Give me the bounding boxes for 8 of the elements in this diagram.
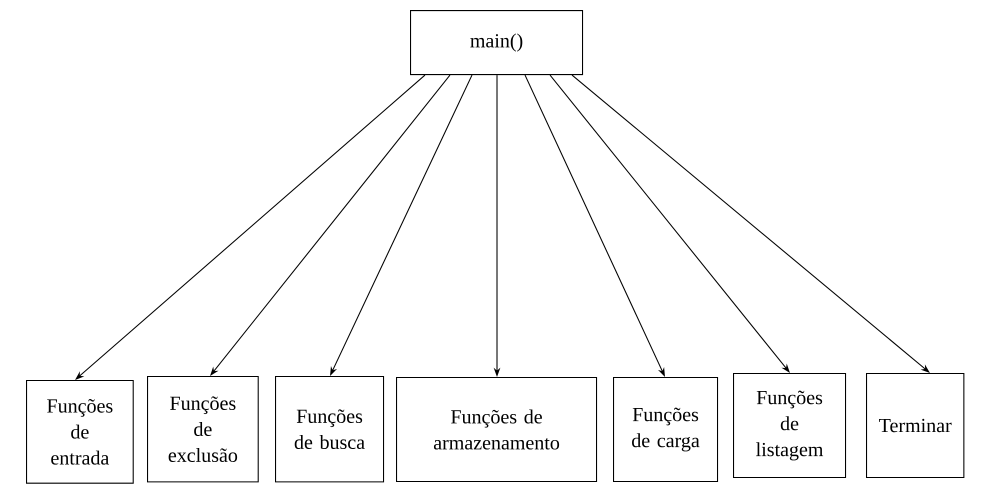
function-box: Funções de entrada — [26, 380, 134, 484]
function-box: Funções de exclusão — [147, 376, 259, 482]
function-box: Terminar — [866, 373, 964, 478]
function-box: Funções de listagem — [733, 373, 846, 478]
function-box: Funções de armazenamento — [396, 377, 598, 482]
function-box: Funções de busca — [275, 376, 384, 482]
function-box: Funções de carga — [613, 377, 718, 482]
main-box: main() — [410, 10, 584, 76]
